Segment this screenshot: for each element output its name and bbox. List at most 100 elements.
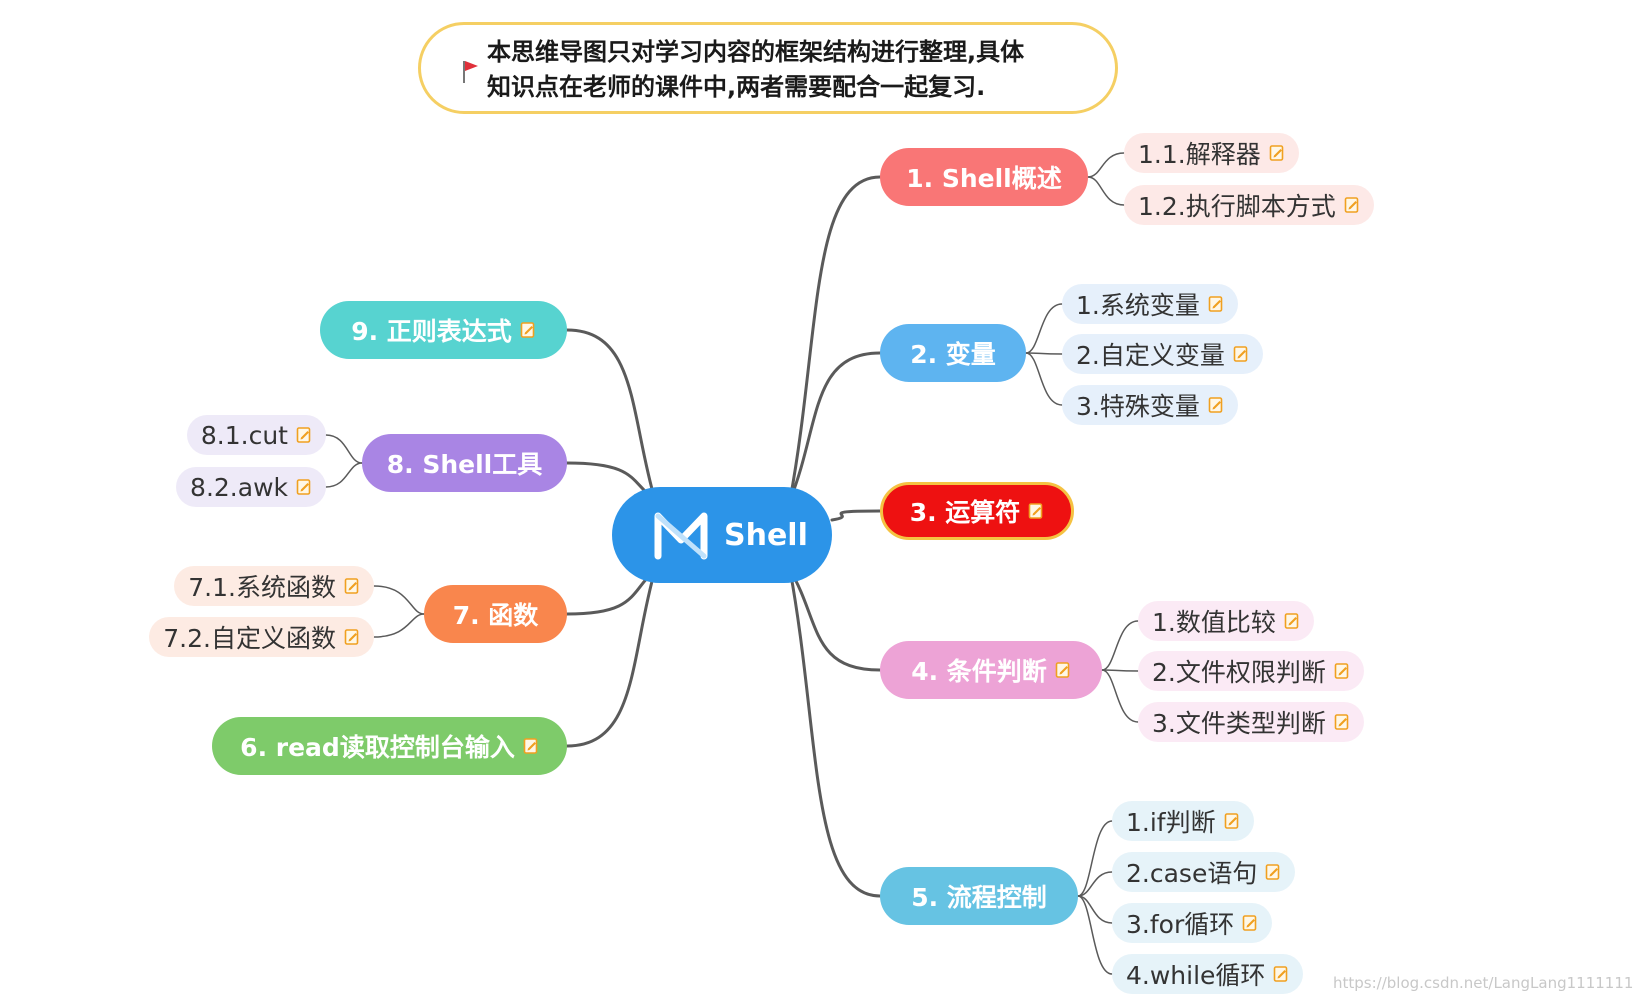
subtopic-label: 1.数值比较 <box>1152 608 1276 637</box>
flag-icon <box>463 61 478 83</box>
subtopic-file-permission[interactable]: 2.文件权限判断 <box>1138 651 1364 691</box>
note-icon[interactable] <box>1242 914 1258 932</box>
topic-label: 7. 函数 <box>452 601 539 630</box>
subtopic-interpreter[interactable]: 1.1.解释器 <box>1124 133 1299 173</box>
note-icon[interactable] <box>1269 144 1285 162</box>
subtopic-connector <box>1087 152 1125 178</box>
subtopic-numeric-compare[interactable]: 1.数值比较 <box>1138 601 1314 641</box>
note-icon[interactable] <box>1265 863 1281 881</box>
note-icon[interactable] <box>1208 396 1224 414</box>
subtopic-label: 3.文件类型判断 <box>1152 709 1326 738</box>
note-icon[interactable] <box>1055 661 1071 679</box>
branch-line <box>788 351 882 502</box>
topic-regex[interactable]: 9. 正则表达式 <box>320 301 567 359</box>
topic-flow-control[interactable]: 5. 流程控制 <box>880 867 1078 925</box>
subtopic-label: 1.系统变量 <box>1076 291 1200 320</box>
subtopic-file-type[interactable]: 3.文件类型判断 <box>1138 702 1364 742</box>
note-icon[interactable] <box>1028 502 1044 520</box>
subtopic-connector <box>1025 352 1063 355</box>
note-icon[interactable] <box>523 737 539 755</box>
note-icon[interactable] <box>1208 295 1224 313</box>
watermark: https://blog.csdn.net/LangLang1111111 <box>1333 974 1634 992</box>
banner-text: 本思维导图只对学习内容的框架结构进行整理,具体 知识点在老师的课件中,两者需要配… <box>487 35 1024 105</box>
subtopic-connector <box>1077 871 1113 897</box>
subtopic-label: 7.1.系统函数 <box>188 573 336 602</box>
central-topic[interactable]: Shell <box>612 487 832 583</box>
note-icon[interactable] <box>296 478 312 496</box>
subtopic-special-variables[interactable]: 3.特殊变量 <box>1062 385 1238 425</box>
subtopic-connector <box>325 434 363 464</box>
topic-label: 3. 运算符 <box>909 498 1021 527</box>
subtopic-label: 2.文件权限判断 <box>1152 658 1326 687</box>
subtopic-connector <box>373 585 425 615</box>
subtopic-connector <box>1077 895 1113 975</box>
subtopic-label: 7.2.自定义函数 <box>163 624 336 653</box>
topic-label: 1. Shell概述 <box>906 164 1062 193</box>
topic-shell-tools[interactable]: 8. Shell工具 <box>362 434 567 492</box>
note-icon[interactable] <box>1233 345 1249 363</box>
topic-label: 4. 条件判断 <box>911 657 1047 686</box>
subtopic-label: 3.for循环 <box>1126 910 1235 939</box>
subtopic-connector <box>1025 352 1063 406</box>
topic-label: 6. read读取控制台输入 <box>240 733 515 762</box>
subtopic-script-exec[interactable]: 1.2.执行脚本方式 <box>1124 185 1374 225</box>
subtopic-label: 8.2.awk <box>190 472 288 502</box>
topic-read-input[interactable]: 6. read读取控制台输入 <box>212 717 567 775</box>
subtopic-custom-functions[interactable]: 7.2.自定义函数 <box>149 617 374 657</box>
note-icon[interactable] <box>344 577 360 595</box>
subtopic-label: 2.自定义变量 <box>1076 341 1225 370</box>
subtopic-connector <box>1077 820 1113 897</box>
subtopic-label: 1.1.解释器 <box>1138 140 1261 169</box>
central-topic-label: Shell <box>724 517 808 553</box>
subtopic-label: 1.if判断 <box>1126 808 1216 837</box>
topic-shell-overview[interactable]: 1. Shell概述 <box>880 148 1088 206</box>
subtopic-label: 3.特殊变量 <box>1076 392 1200 421</box>
topic-condition-test[interactable]: 4. 条件判断 <box>880 641 1102 699</box>
subtopic-cut[interactable]: 8.1.cut <box>186 415 326 455</box>
subtopic-connector <box>1025 303 1063 354</box>
subtopic-system-variables[interactable]: 1.系统变量 <box>1062 284 1238 324</box>
topic-operators[interactable]: 3. 运算符 <box>880 482 1074 540</box>
branch-line <box>830 509 882 522</box>
note-icon[interactable] <box>1224 812 1240 830</box>
note-icon[interactable] <box>344 628 360 646</box>
note-icon[interactable] <box>1273 965 1289 983</box>
topic-label: 5. 流程控制 <box>911 883 1047 912</box>
note-icon[interactable] <box>1284 612 1300 630</box>
topic-functions[interactable]: 7. 函数 <box>424 585 567 643</box>
note-icon[interactable] <box>296 426 312 444</box>
banner-line-2: 知识点在老师的课件中,两者需要配合一起复习. <box>487 73 986 101</box>
subtopic-connector <box>1101 620 1139 671</box>
subtopic-connector <box>1101 669 1139 672</box>
subtopic-label: 2.case语句 <box>1126 859 1258 888</box>
banner-line-1: 本思维导图只对学习内容的框架结构进行整理,具体 <box>487 38 1025 66</box>
topic-label: 2. 变量 <box>910 340 996 369</box>
subtopic-connector <box>1101 669 1139 723</box>
subtopic-while[interactable]: 4.while循环 <box>1112 954 1304 994</box>
subtopic-label: 8.1.cut <box>200 420 288 450</box>
branch-line <box>788 175 882 502</box>
topic-label: 9. 正则表达式 <box>351 317 512 346</box>
note-icon[interactable] <box>520 321 536 339</box>
subtopic-label: 1.2.执行脚本方式 <box>1138 192 1336 221</box>
note-banner[interactable]: 本思维导图只对学习内容的框架结构进行整理,具体 知识点在老师的课件中,两者需要配… <box>418 22 1118 114</box>
subtopic-system-functions[interactable]: 7.1.系统函数 <box>174 566 374 606</box>
subtopic-case[interactable]: 2.case语句 <box>1112 852 1296 892</box>
note-icon[interactable] <box>1344 196 1360 214</box>
topic-label: 8. Shell工具 <box>386 450 543 479</box>
branch-line <box>565 568 657 748</box>
subtopic-connector <box>325 462 363 488</box>
subtopic-custom-variables[interactable]: 2.自定义变量 <box>1062 334 1263 374</box>
branch-line <box>788 568 882 672</box>
branch-line <box>565 328 657 502</box>
subtopic-if[interactable]: 1.if判断 <box>1112 801 1254 841</box>
subtopic-awk[interactable]: 8.2.awk <box>176 467 326 507</box>
subtopic-label: 4.while循环 <box>1126 961 1266 990</box>
topic-variables[interactable]: 2. 变量 <box>880 324 1026 382</box>
shell-logo-icon <box>654 512 708 560</box>
note-icon[interactable] <box>1334 662 1350 680</box>
branch-line <box>788 568 882 898</box>
note-icon[interactable] <box>1334 713 1350 731</box>
subtopic-for[interactable]: 3.for循环 <box>1112 903 1273 943</box>
